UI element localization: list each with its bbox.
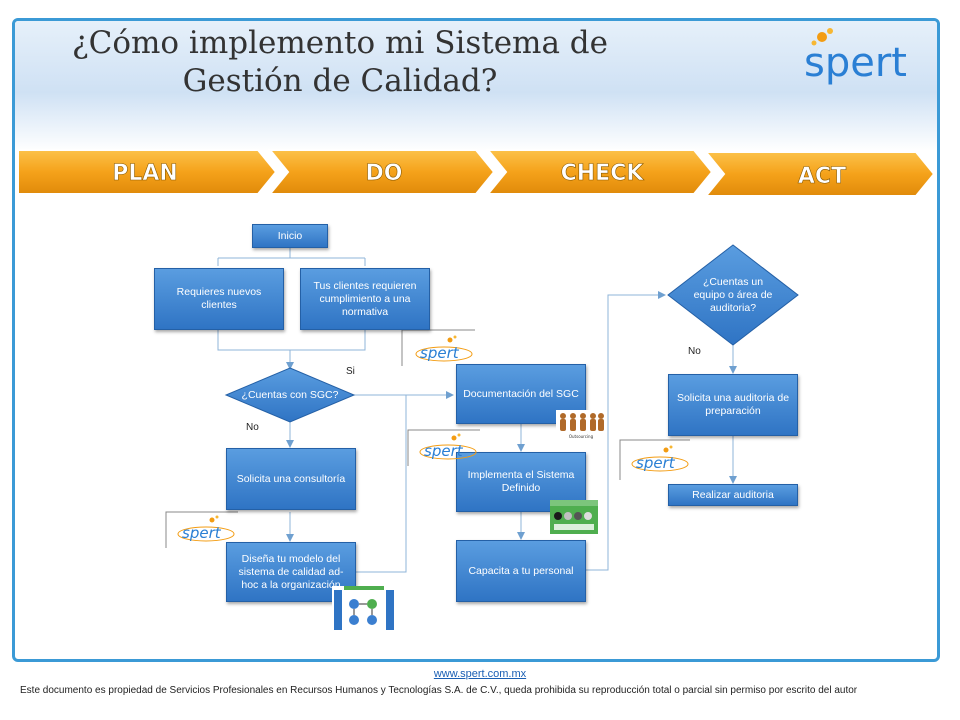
pdca-arrow-act: ACT <box>703 151 936 197</box>
outsourcing-caption: Outsourcing <box>569 434 594 439</box>
page-title: ¿Cómo implemento mi Sistema de Gestión d… <box>40 24 640 100</box>
quality-model-diagram-icon <box>332 586 396 632</box>
node-inicio: Inicio <box>252 224 328 248</box>
mini-logo-2: spert <box>419 433 477 460</box>
label-no-sgc: No <box>246 422 259 433</box>
flow-connectors <box>217 248 737 573</box>
spert-logo: spert <box>804 28 907 86</box>
pdca-arrow-check: CHECK <box>485 149 714 195</box>
mini-logo-4: spert <box>631 445 689 472</box>
implementation-steps-icon <box>550 500 598 534</box>
node-solicita-auditoria: Solicita una auditoria de preparación <box>668 374 798 436</box>
diamond-cuentas-sgc <box>224 367 356 423</box>
pdca-label-check: CHECK <box>561 161 645 186</box>
title-line-1: ¿Cómo implemento mi Sistema de <box>72 25 608 61</box>
svg-text:spert: spert <box>182 524 222 542</box>
diamond-text-cuentas-sgc: ¿Cuentas con SGC? <box>241 388 339 401</box>
mini-logo-3: spert <box>177 515 235 542</box>
pdca-label-do: DO <box>366 161 403 186</box>
svg-text:spert: spert <box>636 454 676 472</box>
pdca-arrow-plan: PLAN <box>17 149 278 195</box>
node-realizar-auditoria: Realizar auditoria <box>668 484 798 506</box>
connector-to-auditoria <box>586 291 666 571</box>
node-documentacion: Documentación del SGC <box>456 364 586 424</box>
label-si: Si <box>346 366 355 377</box>
title-line-2: Gestión de Calidad? <box>182 63 498 99</box>
connector-inicio-split <box>217 248 366 266</box>
label-no-auditoria: No <box>688 346 701 357</box>
header-band <box>15 21 937 151</box>
footer-url-link[interactable]: www.spert.com.mx <box>433 668 527 680</box>
connector-merge <box>217 330 366 351</box>
svg-text:spert: spert <box>420 344 460 362</box>
pdca-label-plan: PLAN <box>112 161 178 186</box>
logo-dot-tiny <box>811 40 817 46</box>
node-nuevos-clientes: Requieres nuevos clientes <box>154 268 284 330</box>
footer-copyright-notice: Este documento es propiedad de Servicios… <box>20 685 858 696</box>
pdca-label-act: ACT <box>798 164 846 189</box>
logo-brackets <box>165 329 690 548</box>
diamond-cuentas-auditoria <box>667 244 799 346</box>
node-clientes-normativa: Tus clientes requieren cumplimiento a un… <box>300 268 430 330</box>
node-solicita-consultoria: Solicita una consultoría <box>226 448 356 510</box>
svg-text:spert: spert <box>424 442 464 460</box>
diamond-text-cuentas-auditoria: ¿Cuentas un equipo o área de auditoria? <box>693 275 773 314</box>
outsourcing-people-icon: Outsourcing <box>556 410 606 440</box>
logo-dot-large <box>817 32 827 42</box>
mini-logo-1: spert <box>415 335 473 362</box>
pdca-arrow-do: DO <box>267 149 496 195</box>
connector-disena-to-doc <box>356 395 407 573</box>
logo-dot-small <box>827 28 833 34</box>
node-capacita: Capacita a tu personal <box>456 540 586 602</box>
logo-text: spert <box>804 40 907 86</box>
